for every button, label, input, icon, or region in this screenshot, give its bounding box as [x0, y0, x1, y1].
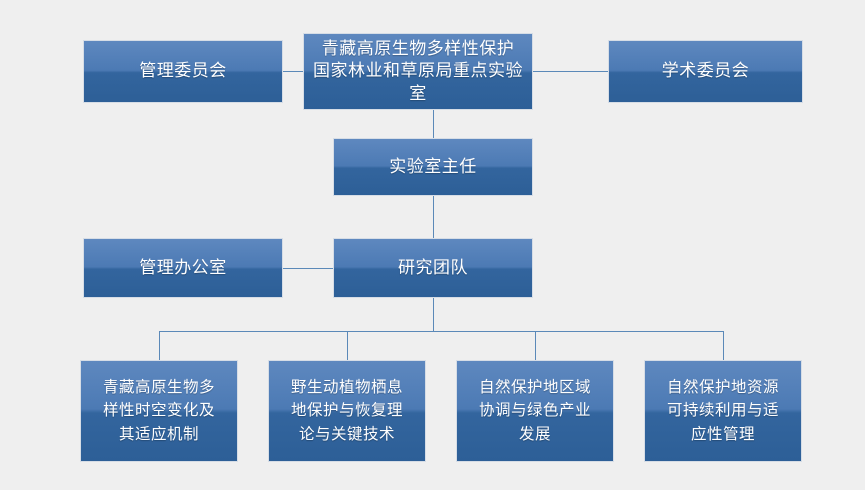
- node-academic-committee-label: 学术委员会: [661, 61, 750, 81]
- node-research-direction-2[interactable]: 野生动植物栖息 地保护与恢复理 论与关键技术: [268, 360, 426, 462]
- node-research-direction-1[interactable]: 青藏高原生物多 样性时空变化及 其适应机制: [80, 360, 238, 462]
- connector-research-bus: [159, 331, 724, 332]
- node-research-direction-1-label: 青藏高原生物多 样性时空变化及 其适应机制: [102, 379, 215, 443]
- node-research-direction-3[interactable]: 自然保护地区域 协调与绿色产业 发展: [456, 360, 614, 462]
- node-research-team-label: 研究团队: [398, 257, 468, 277]
- connector-lab-to-academic: [533, 71, 608, 72]
- node-academic-committee[interactable]: 学术委员会: [608, 40, 803, 103]
- node-lab-director[interactable]: 实验室主任: [333, 138, 533, 196]
- connector-office-to-research-team: [283, 268, 333, 269]
- node-lab-title-label: 青藏高原生物多样性保护 国家林业和草原局重点实验室: [313, 38, 523, 103]
- connector-director-to-research-team: [433, 196, 434, 238]
- node-management-committee-label: 管理委员会: [139, 61, 227, 81]
- connector-lab-to-director: [433, 103, 434, 138]
- connector-bus-to-direction-2: [347, 331, 348, 360]
- node-management-committee[interactable]: 管理委员会: [83, 40, 283, 103]
- node-research-team[interactable]: 研究团队: [333, 238, 533, 298]
- node-lab-director-label: 实验室主任: [389, 156, 477, 176]
- node-research-direction-2-label: 野生动植物栖息 地保护与恢复理 论与关键技术: [290, 379, 403, 443]
- connector-bus-to-direction-4: [723, 331, 724, 360]
- node-research-direction-4[interactable]: 自然保护地资源 可持续利用与适 应性管理: [644, 360, 802, 462]
- connector-bus-to-direction-3: [535, 331, 536, 360]
- node-lab-title[interactable]: 青藏高原生物多样性保护 国家林业和草原局重点实验室: [303, 33, 533, 110]
- connector-bus-to-direction-1: [159, 331, 160, 360]
- node-management-office[interactable]: 管理办公室: [83, 238, 283, 298]
- node-research-direction-3-label: 自然保护地区域 协调与绿色产业 发展: [478, 379, 591, 443]
- node-research-direction-4-label: 自然保护地资源 可持续利用与适 应性管理: [666, 379, 779, 443]
- connector-research-team-to-bus: [433, 298, 434, 331]
- node-management-office-label: 管理办公室: [139, 257, 227, 277]
